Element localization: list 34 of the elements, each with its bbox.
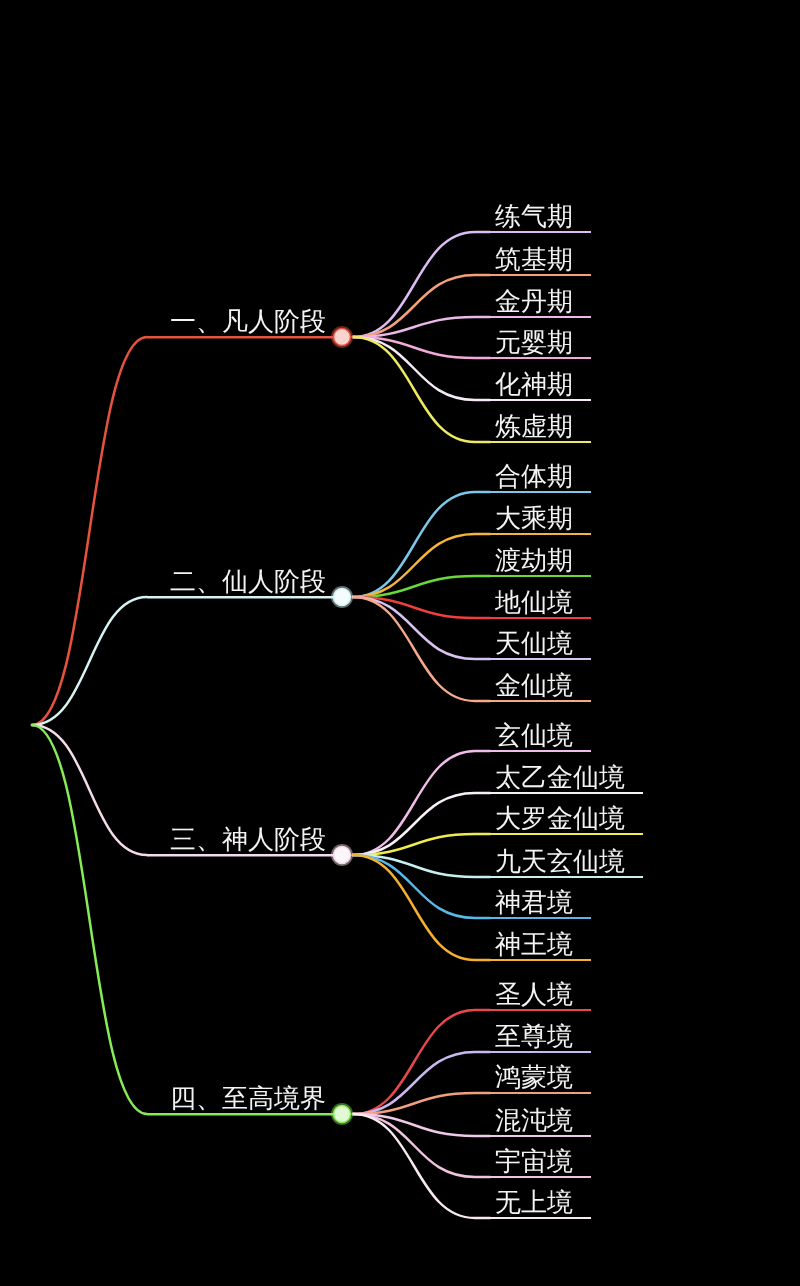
subtopic-label: 元婴期	[490, 326, 591, 359]
subtopic-label: 化神期	[490, 368, 591, 401]
subtopic-label: 混沌境	[490, 1104, 591, 1137]
subtopic-label: 天仙境	[490, 627, 591, 660]
subtopic-label: 筑基期	[490, 243, 591, 276]
connector-curve	[351, 1112, 492, 1220]
connector-curve	[351, 595, 492, 703]
subtopic-label: 至尊境	[490, 1020, 591, 1053]
subtopic-label: 太乙金仙境	[490, 761, 643, 794]
subtopic-label: 宇宙境	[490, 1145, 591, 1178]
connector-curve	[30, 723, 149, 1116]
topic-label: 四、至高境界	[170, 1082, 326, 1113]
connector-curve	[30, 335, 149, 727]
subtopic-label: 炼虚期	[490, 410, 591, 443]
topic-label: 一、凡人阶段	[170, 305, 326, 336]
subtopic-label: 无上境	[490, 1186, 591, 1219]
subtopic-label: 地仙境	[490, 586, 591, 619]
subtopic-label: 合体期	[490, 460, 591, 493]
subtopic-label: 金丹期	[490, 285, 591, 318]
subtopic-label: 圣人境	[490, 978, 591, 1011]
subtopic-label: 神王境	[490, 928, 591, 961]
topic-label: 三、神人阶段	[170, 823, 326, 854]
topic-label: 二、仙人阶段	[170, 565, 326, 596]
subtopic-label: 鸿蒙境	[490, 1061, 591, 1094]
subtopic-label: 金仙境	[490, 669, 591, 702]
subtopic-label: 九天玄仙境	[490, 845, 643, 878]
subtopic-label: 渡劫期	[490, 544, 591, 577]
subtopic-label: 玄仙境	[490, 719, 591, 752]
subtopic-label: 大罗金仙境	[490, 802, 643, 835]
connector-curve	[351, 335, 492, 444]
subtopic-label: 神君境	[490, 886, 591, 919]
connector-curve	[351, 853, 492, 962]
subtopic-label: 大乘期	[490, 502, 591, 535]
subtopic-label: 练气期	[490, 200, 591, 233]
